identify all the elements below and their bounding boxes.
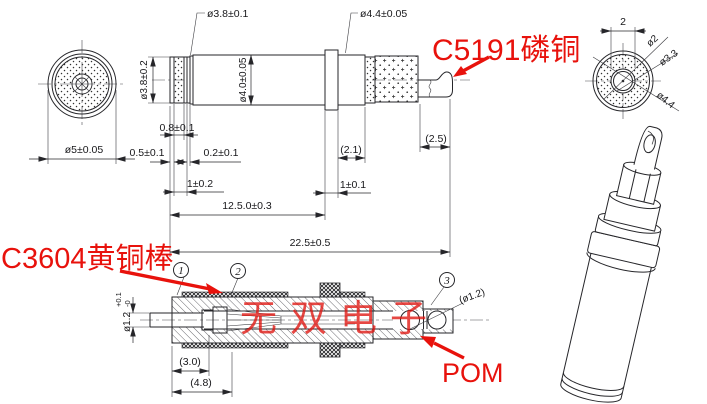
arrow-tip-material xyxy=(453,66,467,77)
contact-tip xyxy=(417,71,453,98)
dim-body: 12.5.0±0.3 xyxy=(222,200,272,212)
side-dims: 0.8±0.1 0.5±0.1 0.2±0.1 1±0.2 (2.1) 1±0.… xyxy=(130,122,451,255)
dim-band: 1±0.2 xyxy=(187,178,213,190)
dim-collar-w: 1±0.1 xyxy=(340,179,366,191)
arrow-insulator-material xyxy=(420,336,436,348)
dim-dia-left: ø3.8±0.2 xyxy=(139,60,150,100)
material-annotations: C5191磷铜 C3604黄铜棒 POM xyxy=(1,34,580,388)
svg-text:ø1.2: ø1.2 xyxy=(122,312,133,332)
label-insulator-material: POM xyxy=(442,358,504,388)
balloon-2: 2 xyxy=(230,263,246,296)
dim-d-mid: ø3.3 xyxy=(657,48,680,69)
side-view: ø3.8±0.1 ø4.4±0.05 ø3.8±0.2 ø4.0±0.05 0.… xyxy=(130,8,470,257)
arrow-body-material xyxy=(206,283,223,294)
dim-dia-ring: ø3.8±0.1 xyxy=(207,8,249,20)
dim-entry: (4.8) xyxy=(190,377,212,389)
balloon-3: 3 xyxy=(430,272,455,306)
svg-text:3: 3 xyxy=(443,275,450,287)
label-body-material: C3604黄铜棒 xyxy=(1,242,173,275)
dim-neck: (2.1) xyxy=(340,144,362,156)
balloon-1: 1 xyxy=(173,262,189,296)
svg-text:1: 1 xyxy=(178,265,184,277)
dim-bore: ø1.2 +0.1 -0 xyxy=(114,292,133,332)
front-view: ø5±0.05 xyxy=(29,40,135,164)
dim-front-diameter: ø5±0.05 xyxy=(65,144,104,156)
dim-socket: (3.0) xyxy=(179,356,201,368)
watermark-text: 无双电子 xyxy=(240,298,440,339)
spring-fingers xyxy=(226,308,355,332)
svg-text:-0: -0 xyxy=(123,300,132,307)
svg-text:+0.1: +0.1 xyxy=(114,292,123,307)
dim-groove: 0.2±0.1 xyxy=(204,147,239,159)
dim-dia-shaft: ø4.0±0.05 xyxy=(238,57,249,102)
dim-ball: (ø1.2) xyxy=(458,287,487,306)
dim-step1: 0.8±0.1 xyxy=(160,122,195,134)
label-tip-material: C5191磷铜 xyxy=(432,34,580,67)
iso-view xyxy=(560,125,663,403)
svg-text:2: 2 xyxy=(235,266,241,278)
section-view: ø1.2 +0.1 -0 (3.0) (4.8) (ø1.2) 1 2 3 xyxy=(114,262,490,397)
end-view: 2 ø2 ø3.3 ø4.4 xyxy=(585,16,680,119)
extension-lines xyxy=(169,99,451,257)
dim-d-hole: ø2 xyxy=(645,33,661,49)
dim-dia-collar: ø4.4±0.05 xyxy=(360,8,407,20)
dim-total: 22.5±0.5 xyxy=(290,237,331,249)
dim-cap: 0.5±0.1 xyxy=(130,147,165,159)
dim-flat-width: 2 xyxy=(620,16,626,28)
dim-d-outer: ø4.4 xyxy=(654,90,677,112)
dim-tip: (2.5) xyxy=(425,133,447,145)
